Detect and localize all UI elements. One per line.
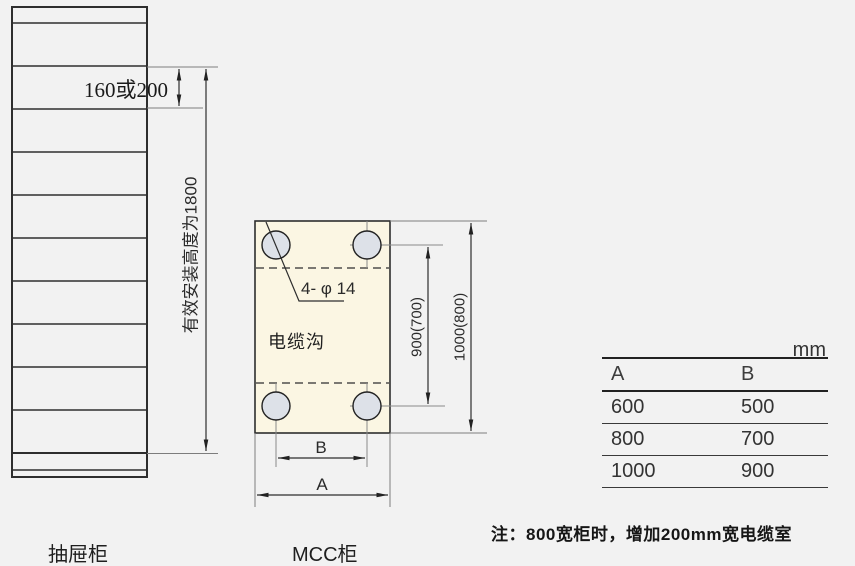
- table-cell-a: 600: [611, 396, 645, 418]
- mcc-cabinet-label: MCC柜: [292, 544, 358, 566]
- drawer-cabinet-label: 抽屉柜: [48, 544, 108, 566]
- table-cell-b: 500: [741, 396, 775, 418]
- table-cell-a: 800: [611, 428, 645, 450]
- table-cell-a: 1000: [611, 460, 656, 482]
- dim-text-A: A: [316, 475, 328, 494]
- table-bottom-rule: [602, 487, 828, 488]
- mounting-holes: [261, 230, 382, 421]
- dim-text-effective-height: 有效安装高度为1800: [181, 176, 201, 334]
- extension-lines-left: [147, 66, 218, 454]
- table-header-row: A B: [602, 357, 828, 390]
- dim-text-row-height: 160或200: [84, 78, 168, 102]
- table-unit-label: mm: [792, 339, 826, 361]
- table-header-A: A: [611, 363, 625, 385]
- mounting-hole-bottom-right: [352, 391, 382, 421]
- extension-lines-mcc: [254, 220, 487, 507]
- drawer-cabinet-outline: [11, 6, 148, 478]
- dim-text-inner-depth: 900(700): [408, 296, 426, 358]
- dim-text-B: B: [315, 438, 327, 457]
- table-row: 800 700: [602, 423, 828, 455]
- table-cell-b: 700: [741, 428, 775, 450]
- table-cell-b: 900: [741, 460, 775, 482]
- dim-text-outer-depth: 1000(800): [451, 292, 469, 362]
- mounting-hole-top-right: [352, 230, 382, 260]
- holes-label: 4- φ 14: [301, 279, 356, 298]
- table-row: 600 500: [602, 390, 828, 423]
- cable-trench-label: 电缆沟: [268, 332, 325, 352]
- table-row: 1000 900: [602, 455, 828, 487]
- dimension-table: mm A B 600 500 800 700 1000 900: [602, 339, 828, 488]
- table-header-B: B: [741, 363, 755, 385]
- mounting-hole-bottom-left: [261, 391, 291, 421]
- footnote: 注：800宽柜时，增加200mm宽电缆室: [491, 525, 792, 544]
- holes-leader-line: [265, 221, 344, 302]
